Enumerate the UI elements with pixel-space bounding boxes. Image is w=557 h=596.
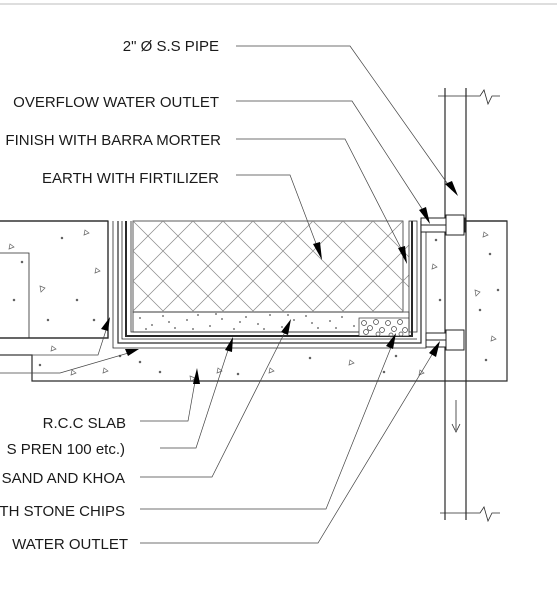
label-pipe: 2" Ø S.S PIPE bbox=[123, 38, 219, 55]
leader-left-slab bbox=[0, 317, 139, 374]
stone-chips bbox=[358, 317, 410, 338]
label-outlet: WATER OUTLET bbox=[12, 536, 128, 553]
leader-membrane bbox=[160, 337, 233, 449]
leader-chips bbox=[140, 333, 396, 510]
label-earth: EARTH WITH FIRTILIZER bbox=[42, 170, 219, 187]
leader-outlet bbox=[140, 341, 440, 544]
label-sand: SAND AND KHOA bbox=[2, 470, 125, 487]
label-overflow: OVERFLOW WATER OUTLET bbox=[13, 94, 219, 111]
leader-overflow bbox=[236, 100, 430, 224]
label-chips: TH STONE CHIPS bbox=[0, 503, 125, 520]
ss-pipe bbox=[438, 88, 500, 523]
planter-right-wall bbox=[408, 220, 418, 333]
leader-finish bbox=[236, 138, 407, 264]
slab-aggregate bbox=[8, 229, 500, 381]
sand-speckle bbox=[139, 313, 355, 330]
slab-pocket bbox=[0, 221, 109, 339]
label-slab: R.C.C SLAB bbox=[43, 415, 126, 432]
label-finish: FINISH WITH BARRA MORTER bbox=[5, 132, 221, 149]
leader-slab bbox=[140, 368, 200, 422]
earth-layer bbox=[132, 220, 404, 313]
label-membrane: S PREN 100 etc.) bbox=[7, 441, 125, 458]
overflow-fitting bbox=[420, 214, 466, 236]
leader-pipe bbox=[236, 45, 458, 196]
water-outlet-fitting bbox=[425, 329, 465, 351]
leader-sand bbox=[140, 319, 291, 478]
waterproof-membrane bbox=[112, 221, 427, 349]
earth-hatch bbox=[133, 221, 409, 313]
leader-earth bbox=[236, 174, 322, 260]
